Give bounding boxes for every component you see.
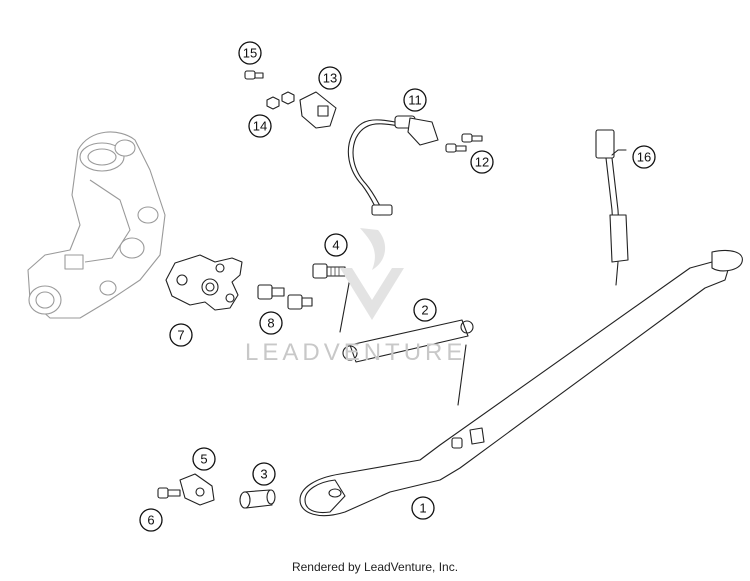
svg-text:1: 1 (419, 501, 426, 516)
callout-11: 11 (403, 88, 427, 112)
screw-6 (157, 487, 181, 499)
bracket-5 (179, 473, 215, 506)
callout-12: 12 (470, 150, 494, 174)
switch-13 (299, 91, 337, 129)
watermark-text: LEADVENTURE (245, 339, 466, 366)
callout-3: 3 (252, 462, 276, 486)
svg-text:4: 4 (332, 238, 339, 253)
svg-text:13: 13 (323, 71, 337, 86)
screws-8 (257, 284, 313, 310)
side-stand-1 (299, 249, 743, 517)
svg-text:3: 3 (260, 467, 267, 482)
screw-15 (244, 70, 264, 80)
bracket-7 (165, 254, 243, 311)
svg-text:12: 12 (475, 155, 489, 170)
screws-12 (445, 133, 483, 153)
callout-6: 6 (139, 508, 163, 532)
callout-7: 7 (169, 323, 193, 347)
callout-14: 14 (248, 114, 272, 138)
callout-8: 8 (259, 311, 283, 335)
svg-text:6: 6 (147, 513, 154, 528)
svg-text:7: 7 (177, 328, 184, 343)
watermark: LEADVENTURE (245, 228, 466, 366)
nuts-14 (266, 91, 295, 110)
svg-text:5: 5 (200, 452, 207, 467)
frame-part (27, 131, 166, 319)
callout-15: 15 (238, 41, 262, 65)
sensor-cable-11 (347, 115, 439, 216)
callout-2: 2 (413, 298, 437, 322)
svg-text:11: 11 (408, 93, 422, 108)
spring-2 (342, 319, 474, 406)
footer-credit: Rendered by LeadVenture, Inc. (291, 560, 459, 574)
callout-16: 16 (632, 145, 656, 169)
svg-text:16: 16 (637, 150, 651, 165)
switch-cable-16 (595, 129, 629, 286)
callout-13: 13 (318, 66, 342, 90)
svg-text:2: 2 (421, 303, 428, 318)
callout-4: 4 (324, 233, 348, 257)
bushing-3 (239, 489, 276, 509)
callout-5: 5 (192, 447, 216, 471)
svg-text:8: 8 (267, 316, 274, 331)
callout-1: 1 (411, 496, 435, 520)
svg-text:14: 14 (253, 119, 267, 134)
svg-text:15: 15 (243, 46, 257, 61)
